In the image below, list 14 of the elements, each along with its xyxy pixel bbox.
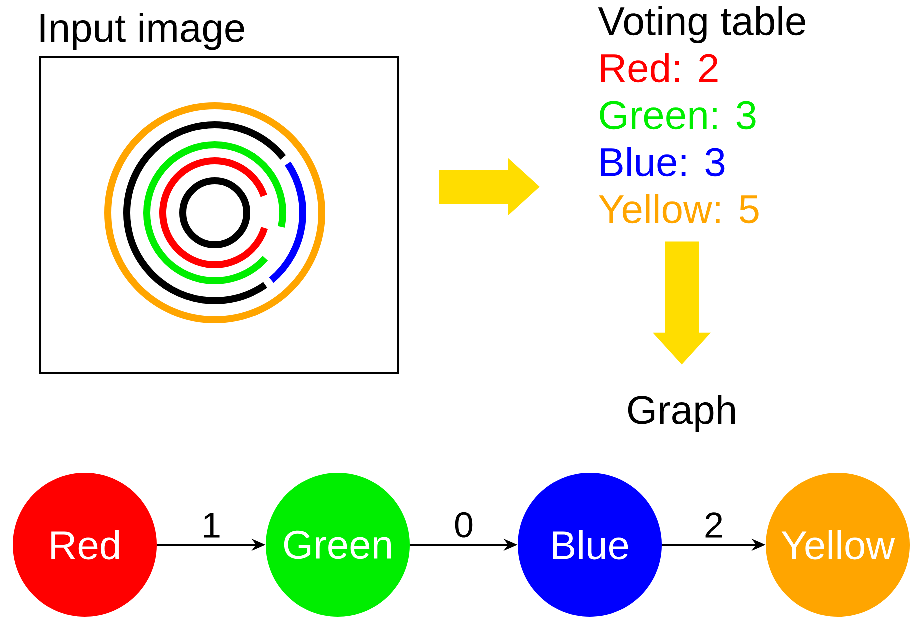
edge-label: 0	[453, 511, 476, 539]
table-row: Red: 2	[601, 53, 718, 83]
heading: Input image	[40, 13, 244, 50]
table-row: Yellow: 5	[599, 194, 759, 224]
circle-node: Red	[13, 473, 157, 617]
table-row: Blue: 3	[601, 147, 725, 177]
circle-node: Yellow	[766, 473, 910, 617]
table-row: Green: 3	[600, 101, 756, 130]
table-heading: Voting table	[598, 6, 806, 44]
graph-label: Graph	[628, 395, 735, 432]
circle-node: Green	[266, 473, 410, 617]
edge-label: 2	[703, 512, 726, 539]
circle-node: Blue	[518, 473, 662, 617]
edge-label: 1	[200, 512, 223, 539]
